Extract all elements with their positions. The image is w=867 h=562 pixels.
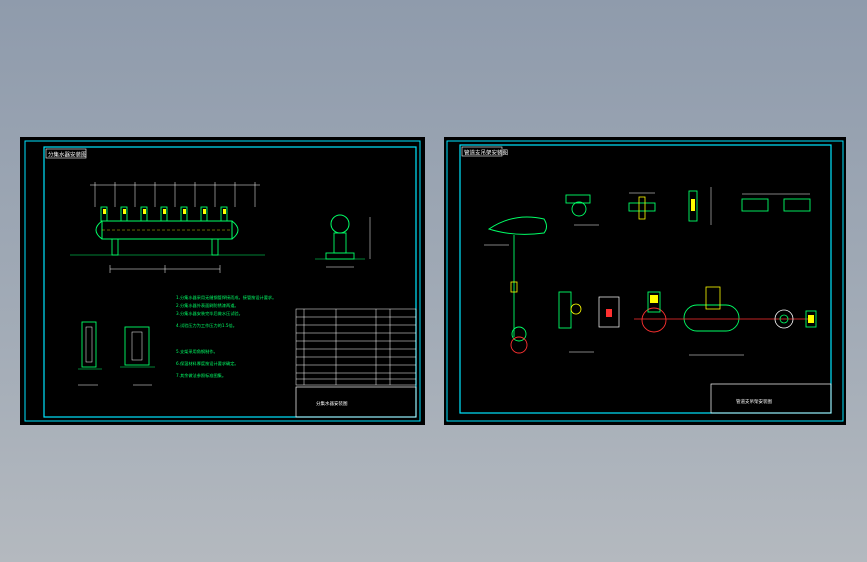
note-1: 1.分集水器采用无缝钢管焊接而成，接管按设计要求。 [176, 294, 276, 301]
note-2: 2.分集水器外表面刷防锈漆两道。 [176, 302, 239, 309]
drawing-sheet-left: 分集水器安装图 [20, 137, 425, 425]
detail-clamp-3 [688, 187, 712, 225]
drawing-right-svg: 管道支吊架安装图 [446, 140, 844, 422]
title-tag-text: 分集水器安装图 [48, 151, 87, 159]
title-block [710, 383, 832, 414]
section-detail-a [78, 321, 102, 386]
general-notes: 1.分集水器采用无缝钢管焊接而成，接管按设计要求。 2.分集水器外表面刷防锈漆两… [176, 294, 276, 379]
note-5: 5.支架采用角钢制作。 [176, 348, 218, 355]
section-detail-b [120, 326, 155, 386]
note-6: 6.保温材料厚度按设计要求确定。 [176, 360, 239, 367]
outer-frame [24, 140, 421, 422]
note-3: 3.分集水器安装完毕后做水压试验。 [176, 310, 243, 317]
title-block [295, 386, 417, 418]
title-tag-text: 管道支吊架安装图 [464, 149, 509, 157]
title-tag-box [461, 146, 503, 157]
outer-frame [446, 140, 844, 422]
detail-pipe-clamp [641, 291, 667, 333]
detail-clamp-2 [628, 192, 656, 220]
title-block-text: 分集水器安装图 [316, 400, 348, 407]
detail-clamp-4 [741, 193, 811, 212]
detail-support-a [558, 291, 594, 353]
note-4: 4.试验压力为工作压力的1.5倍。 [176, 322, 237, 329]
material-table [295, 308, 417, 386]
inner-frame [43, 146, 417, 418]
hanger-assembly [484, 216, 547, 354]
manifold-elevation [70, 182, 265, 273]
detail-pipe-run [634, 286, 814, 356]
title-block-text: 管道支吊架安装图 [736, 398, 772, 405]
detail-support-b [598, 296, 620, 328]
title-tag-box [45, 148, 87, 159]
note-7: 7.其余做法参照标准图集。 [176, 372, 226, 379]
detail-clamp-1 [565, 194, 599, 226]
manifold-side-view [315, 214, 371, 268]
drawing-left-svg: 分集水器安装图 [24, 140, 421, 422]
drawing-sheet-right: 管道支吊架安装图 [444, 137, 846, 425]
detail-nut [774, 309, 817, 329]
inner-frame [459, 144, 832, 414]
